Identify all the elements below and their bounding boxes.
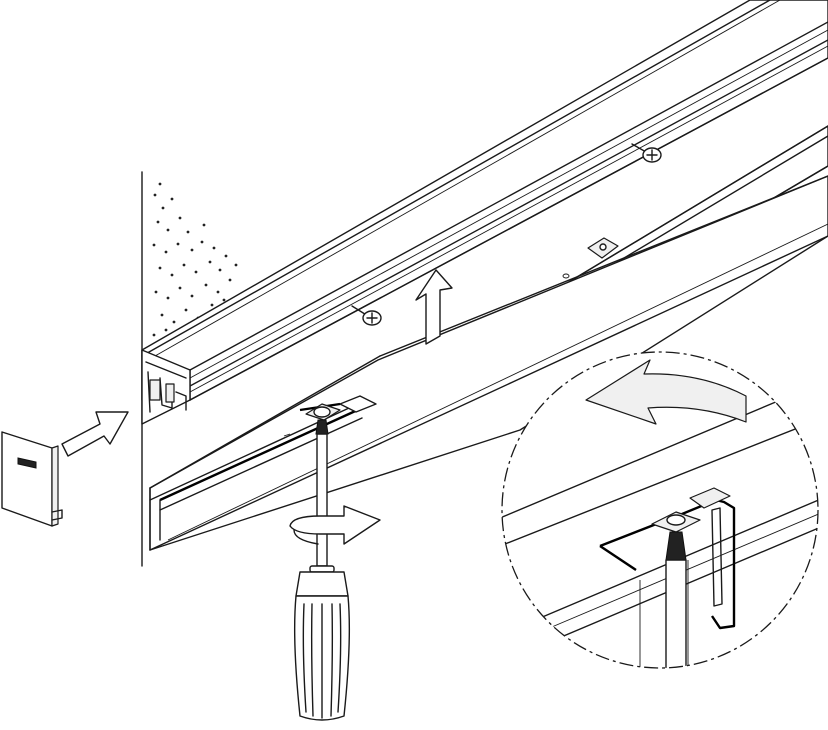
clip-nut bbox=[562, 237, 619, 279]
rail-screw bbox=[283, 403, 341, 437]
lift-up-arrow bbox=[415, 269, 453, 345]
detail-callout bbox=[501, 351, 819, 669]
rotate-clockwise-arrow bbox=[289, 505, 381, 545]
track-end-profile bbox=[141, 349, 191, 425]
insert-right-arrow bbox=[61, 411, 129, 457]
wall-texture bbox=[152, 182, 238, 340]
screwdriver-collar bbox=[295, 565, 349, 597]
detail-clip-nut bbox=[651, 511, 701, 533]
detail-screwdriver-tip bbox=[665, 531, 687, 668]
screwdriver-shaft bbox=[316, 433, 328, 567]
detail-bracket bbox=[599, 487, 736, 630]
end-cap bbox=[1, 431, 63, 527]
ceiling-track bbox=[141, 0, 828, 425]
mounting-screw-left bbox=[351, 305, 382, 326]
screwdriver-tip bbox=[315, 419, 329, 435]
end-cap-logo-mark bbox=[17, 457, 37, 469]
detail-rotate-arrow bbox=[585, 359, 747, 425]
screwdriver bbox=[293, 419, 351, 721]
screwdriver-handle bbox=[293, 595, 351, 721]
mounting-screw-right bbox=[631, 143, 662, 163]
